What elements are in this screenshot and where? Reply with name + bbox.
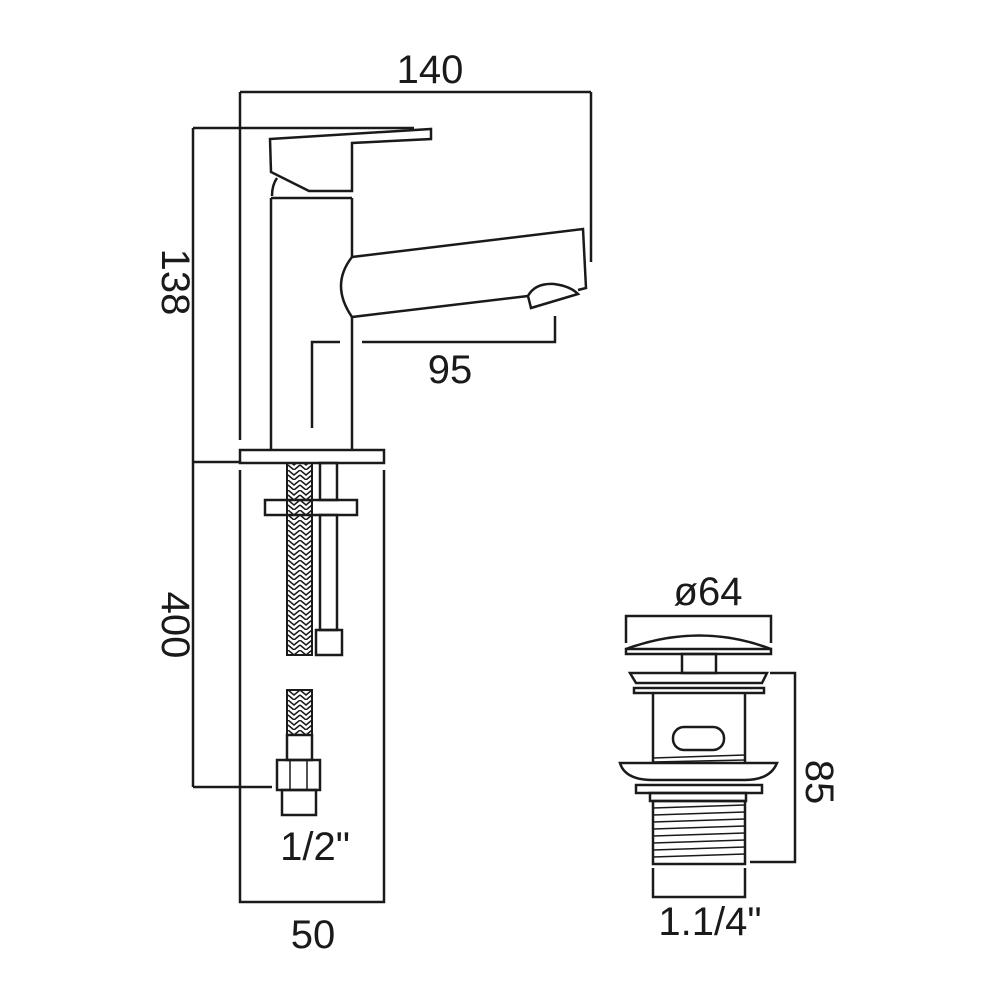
- waste-cap: [625, 634, 772, 651]
- dim-95: 95: [428, 348, 473, 392]
- overflow-slot: [671, 725, 726, 752]
- waste-flange-top: [627, 671, 770, 685]
- waste-stem: [680, 652, 718, 675]
- handle-arc: [270, 177, 279, 197]
- dim-140: 140: [397, 48, 464, 92]
- fixing-rod-lower: [318, 513, 339, 632]
- dim-half-inch: 1/2": [280, 825, 350, 869]
- basin-tap: [238, 127, 588, 817]
- braided-hose-upper: [286, 462, 313, 656]
- basin-waste: ø64 1.1/4" 85: [618, 570, 841, 944]
- tap-dimensions: 140 138 400 95 1/2" 50: [153, 48, 593, 957]
- waste-body: [651, 693, 747, 763]
- dim-138: 138: [153, 249, 197, 316]
- lever-handle: [268, 127, 433, 193]
- dim-50: 50: [291, 913, 336, 957]
- tap-body: [269, 196, 354, 450]
- hose-tail: [280, 788, 318, 817]
- waste-flange-lower: [618, 761, 779, 782]
- dim-diameter-64: ø64: [674, 570, 743, 614]
- dim-85: 85: [797, 760, 841, 805]
- aerator: [526, 282, 581, 310]
- fixing-washer: [263, 498, 359, 517]
- hose-hex-nut: [275, 758, 322, 792]
- waste-thread: [651, 799, 747, 866]
- rod-nut: [314, 628, 344, 657]
- fixing-rod: [318, 461, 339, 502]
- spout: [339, 227, 588, 319]
- base-plate: [238, 448, 386, 465]
- braided-hose-lower: [286, 689, 313, 736]
- dim-400: 400: [153, 592, 197, 659]
- dim-thread: 1.1/4": [658, 900, 761, 944]
- hose-ferrule: [285, 733, 314, 762]
